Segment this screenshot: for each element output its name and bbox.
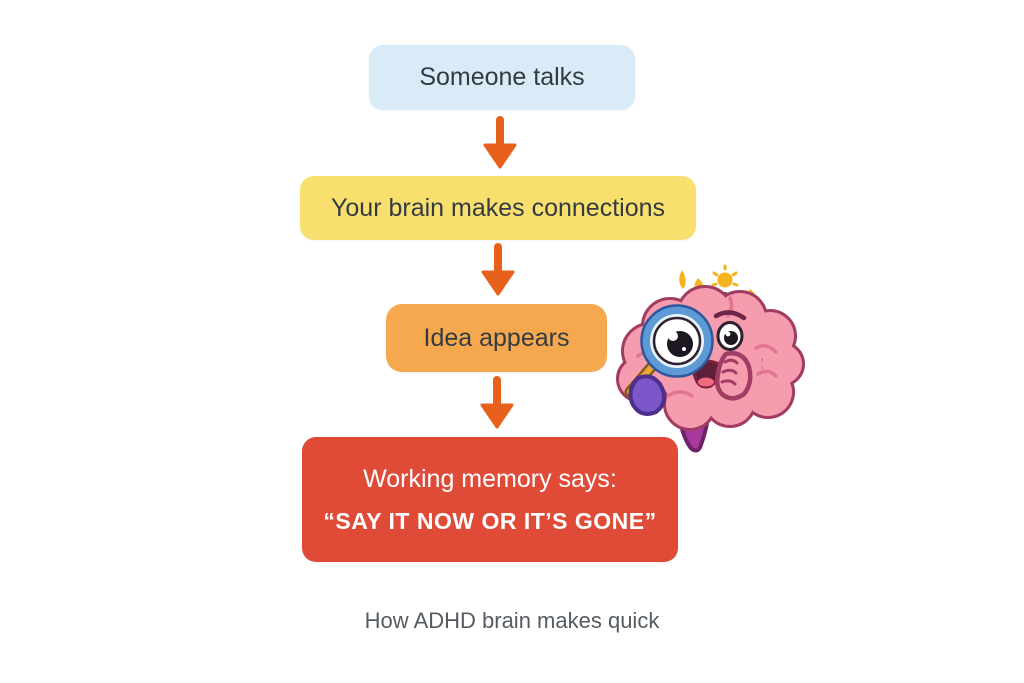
down-arrow-icon [478,243,518,297]
diagram-caption: How ADHD brain makes quick [364,608,660,633]
flow-step-quote: “SAY IT NOW OR IT’S GONE” [323,507,657,534]
down-arrow-icon [477,376,517,430]
flow-step-working-memory: Working memory says: “SAY IT NOW OR IT’S… [302,437,678,562]
flow-step-label: Someone talks [419,63,585,91]
flow-step-brain-connections: Your brain makes connections [300,176,696,240]
flow-step-someone-talks: Someone talks [369,45,635,110]
flow-step-label: Working memory says: [363,464,617,493]
flow-step-label: Idea appears [423,323,570,352]
down-arrow-icon [480,116,520,170]
flow-step-idea-appears: Idea appears [386,304,607,372]
flow-step-label: Your brain makes connections [331,193,665,222]
brain-with-magnifying-glass-icon [610,256,815,456]
